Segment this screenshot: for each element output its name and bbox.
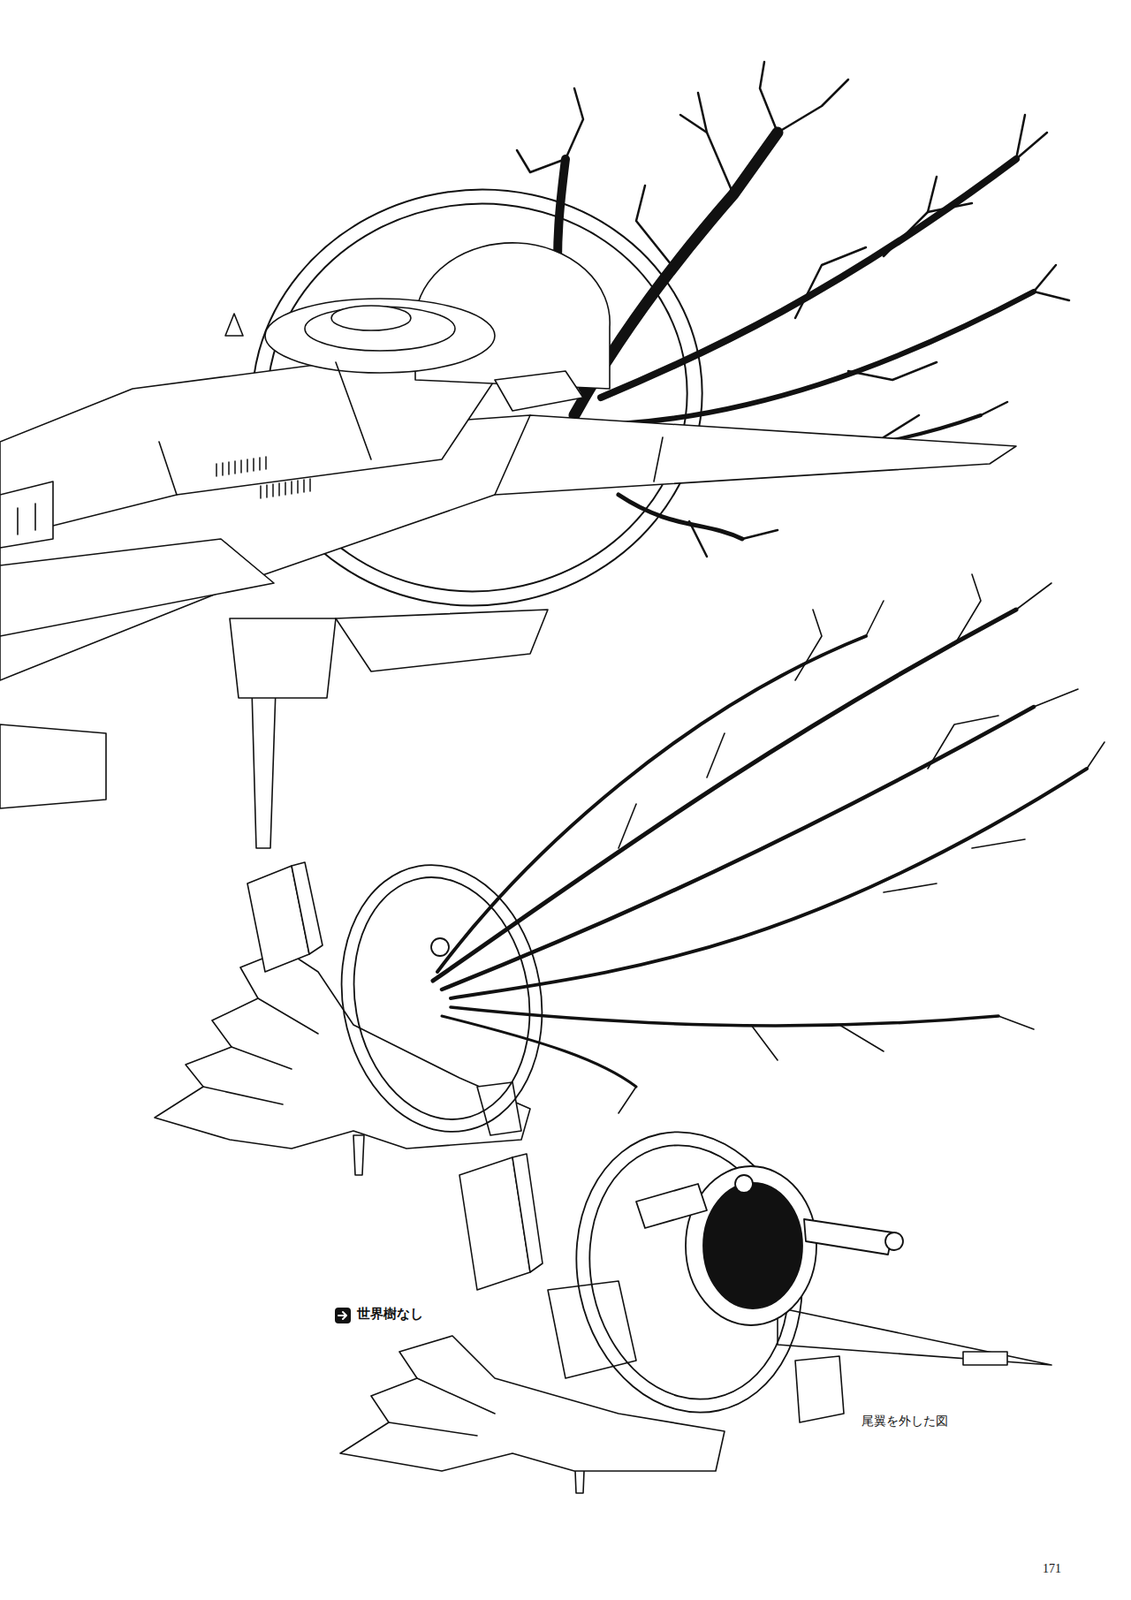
- arrow-icon: [334, 1307, 351, 1324]
- module-bottom: [340, 1153, 1052, 1494]
- figure-note: 世界樹なし: [356, 1305, 424, 1322]
- world-tree-middle: [432, 574, 1105, 1114]
- vents: [216, 456, 311, 499]
- figure-caption: 尾翼を外した図: [861, 1413, 949, 1429]
- ship-hull: [0, 242, 1017, 849]
- ring-bottom: [550, 1110, 904, 1434]
- page-number: 171: [1042, 1562, 1062, 1578]
- ring-middle: [320, 849, 562, 1148]
